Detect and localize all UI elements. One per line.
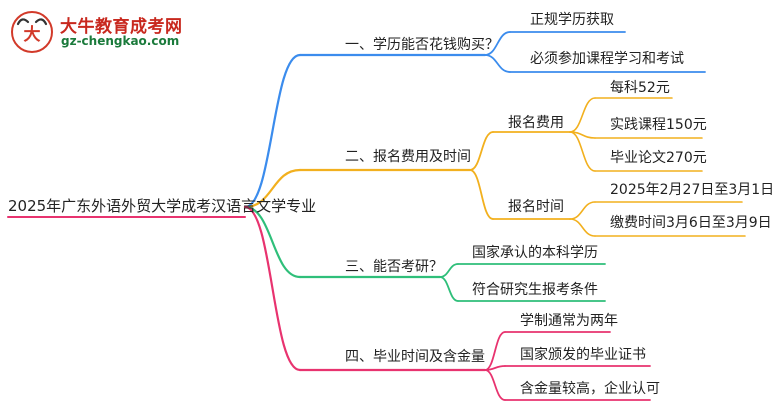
child-node-3-1: 国家承认的本科学历	[472, 245, 598, 261]
child-connector-4-1	[484, 331, 506, 371]
child-node-4-2: 国家颁发的毕业证书	[520, 347, 646, 363]
branch-connector-2	[243, 168, 302, 209]
svg-text:大: 大	[24, 24, 41, 45]
leaf-connector-2-2-1	[569, 201, 596, 220]
child-connector-4-3	[484, 369, 506, 401]
branch-connector-3	[243, 205, 302, 279]
leaf-connector-2-1-3	[569, 131, 596, 172]
child-node-1-2: 必须参加课程学习和考试	[530, 51, 684, 67]
child-node-2-1: 报名费用	[508, 115, 564, 131]
leaf-node-2-2-1: 2025年2月27日至3月1日	[610, 182, 774, 198]
child-node-3-2: 符合研究生报考条件	[472, 282, 598, 298]
branch-node-2: 二、报名费用及时间	[345, 149, 471, 165]
leaf-node-2-1-1: 每科52元	[610, 80, 670, 96]
branch-node-3: 三、能否考研？	[345, 259, 443, 275]
child-node-1-1: 正规学历获取	[530, 12, 614, 28]
leaf-node-2-2-2: 缴费时间3月6日至3月9日	[610, 215, 772, 231]
leaf-connector-2-2-2	[569, 218, 596, 237]
leaf-node-2-1-2: 实践课程150元	[610, 117, 707, 133]
leaf-node-2-1-3: 毕业论文270元	[610, 150, 707, 166]
logo-title: 大牛教育成考网	[60, 17, 183, 37]
child-node-2-2: 报名时间	[508, 199, 564, 215]
child-node-4-1: 学制通常为两年	[520, 313, 618, 329]
logo-url: gz-chengkao.com	[61, 34, 180, 48]
ox-head-logo-icon: 大	[11, 11, 53, 53]
root-node: 2025年广东外语外贸大学成考汉语言文学专业	[8, 197, 317, 215]
child-connector-2-1	[469, 131, 494, 171]
site-logo[interactable]: 大 大牛教育成考网 gz-chengkao.com	[6, 10, 216, 54]
child-connector-3-2	[439, 276, 459, 302]
branch-node-1: 一、学历能否花钱购买？	[345, 37, 499, 53]
child-connector-1-2	[484, 54, 511, 73]
leaf-connector-2-1-1	[569, 97, 596, 133]
branch-node-4: 四、毕业时间及含金量	[345, 349, 485, 365]
mindmap-connectors	[7, 31, 746, 401]
child-connector-2-2	[469, 169, 494, 220]
branch-connector-1	[243, 53, 302, 209]
child-node-4-3: 含金量较高，企业认可	[520, 381, 660, 397]
child-connector-1-1	[484, 31, 511, 56]
branch-connector-4	[243, 205, 302, 372]
